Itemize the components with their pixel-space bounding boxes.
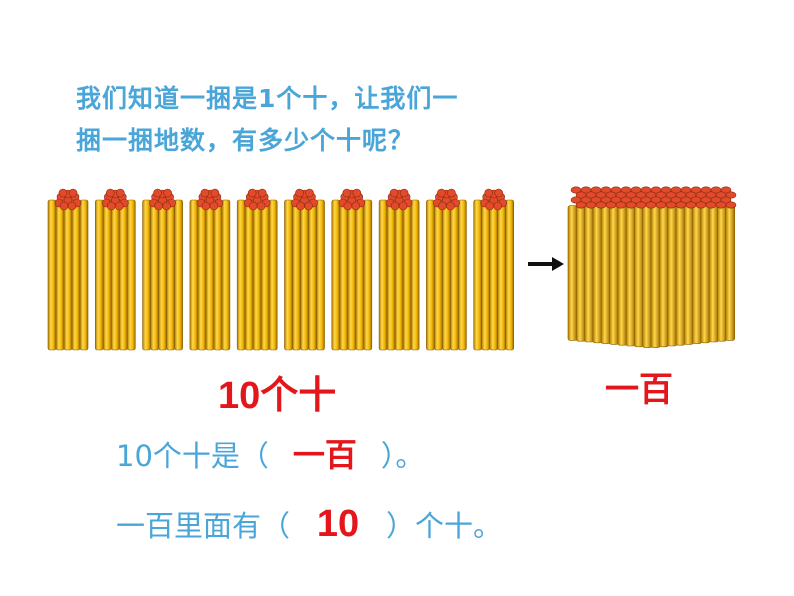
stick-bundle [284,188,325,351]
ten-stick-bundles [47,188,515,351]
question-1-prefix: 10个十是（ [116,439,269,473]
stick-bundle [189,188,231,351]
hundred-stick-bundle [567,186,737,348]
stick-bundle [473,188,515,351]
ten-tens-label: 10个十 [218,375,337,417]
one-hundred-label: 一百 [605,371,673,409]
fill-in-question-2: 一百里面有（ 10 ）个十。 [116,503,502,546]
question-1-answer: 一百 [292,437,357,473]
fill-in-question-1: 10个十是（ 一百 ）。 [116,430,424,476]
arrow-icon [528,257,564,271]
question-2-suffix: ）个十。 [386,509,503,543]
stick-bundle [236,188,278,351]
question-2-answer: 10 [316,503,360,545]
stick-bundle [47,188,89,351]
stick-bundle [378,188,420,351]
intro-line-1: 我们知道一捆是1个十，让我们一 [76,84,459,113]
question-1-suffix: ）。 [380,439,425,473]
stick-bundle [426,188,467,351]
stick-bundle [331,188,373,351]
intro-question: 我们知道一捆是1个十，让我们一 捆一捆地数，有多少个十呢？ [76,78,596,162]
stick-bundle [142,188,183,351]
intro-line-2: 捆一捆地数，有多少个十呢？ [76,126,415,155]
stick-bundle [94,188,136,351]
question-2-prefix: 一百里面有（ [116,509,291,543]
